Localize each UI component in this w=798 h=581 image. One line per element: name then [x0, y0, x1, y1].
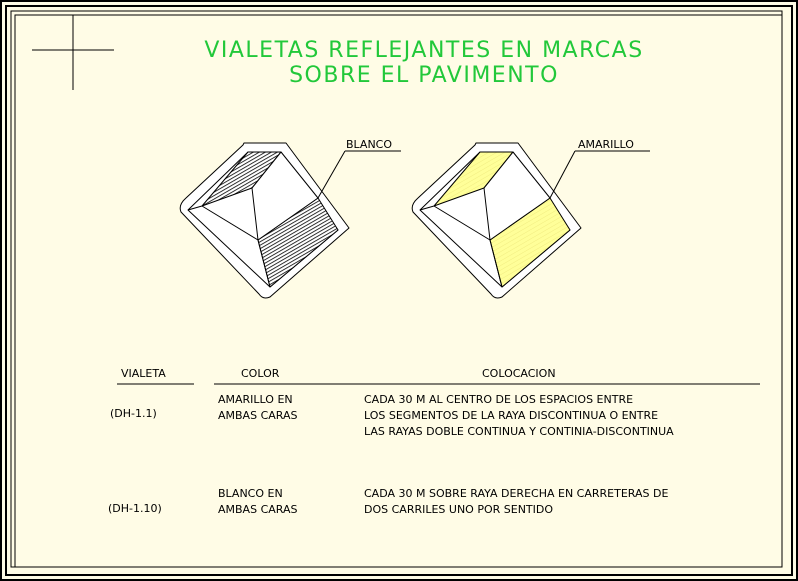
title-line-2: SOBRE EL PAVIMENTO: [289, 63, 559, 88]
white-label: BLANCO: [346, 138, 392, 151]
row-placement-line: LAS RAYAS DOBLE CONTINUA Y CONTINIA-DISC…: [364, 425, 674, 438]
table-row: (DH-1.10) BLANCO EN AMBAS CARAS CADA 30 …: [108, 487, 668, 516]
yellow-label-leader: [549, 150, 650, 199]
title-line-1: VIALETAS REFLEJANTES EN MARCAS: [204, 38, 643, 63]
row-color-line: AMARILLO EN: [218, 393, 293, 406]
row-color-line: BLANCO EN: [218, 487, 283, 500]
white-reflector-drawing: [179, 142, 350, 299]
row-placement-line: CADA 30 M SOBRE RAYA DERECHA EN CARRETER…: [364, 487, 668, 500]
header-colocacion: COLOCACION: [482, 367, 556, 380]
crosshair-cursor-icon: [32, 15, 114, 90]
header-color: COLOR: [241, 367, 280, 380]
table-row: (DH-1.1) AMARILLO EN AMBAS CARAS CADA 30…: [110, 393, 674, 438]
row-color-line: AMBAS CARAS: [218, 409, 297, 422]
row-placement-line: CADA 30 M AL CENTRO DE LOS ESPACIOS ENTR…: [364, 393, 633, 406]
yellow-reflector-drawing: [411, 142, 582, 299]
row-placement-line: DOS CARRILES UNO POR SENTIDO: [364, 503, 553, 516]
white-label-leader: [317, 150, 401, 199]
header-vialeta: VIALETA: [121, 367, 166, 380]
row-placement-line: LOS SEGMENTOS DE LA RAYA DISCONTINUA O E…: [364, 409, 658, 422]
yellow-label: AMARILLO: [578, 138, 634, 151]
row-code: (DH-1.1): [110, 407, 157, 420]
table-header: VIALETA COLOR COLOCACION: [117, 367, 760, 385]
row-color-line: AMBAS CARAS: [218, 503, 297, 516]
row-code: (DH-1.10): [108, 502, 162, 515]
